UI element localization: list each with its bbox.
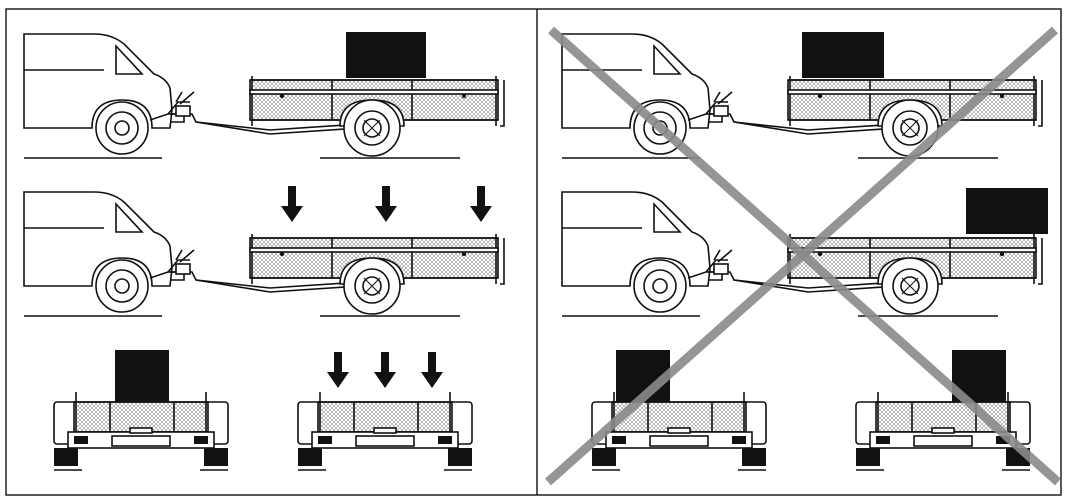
cargo-block — [966, 188, 1048, 234]
cargo-block — [346, 32, 426, 78]
side-view-front-heavy-load — [561, 32, 1043, 159]
panel-correct — [23, 32, 505, 471]
down-arrow-icon — [421, 352, 443, 388]
down-arrow-icon — [281, 186, 303, 222]
cargo-block — [115, 350, 169, 402]
down-arrow-icon — [327, 352, 349, 388]
panel-incorrect — [545, 26, 1061, 486]
side-view-center-load — [23, 32, 505, 159]
down-arrow-icon — [374, 352, 396, 388]
rear-view-right-heavy-load — [855, 350, 1031, 471]
down-arrow-icon — [470, 186, 492, 222]
figure-frame — [5, 8, 1062, 496]
side-view-distributed-load — [23, 186, 505, 317]
rear-view-center-load — [53, 350, 229, 471]
rear-view-distributed-load — [297, 352, 473, 471]
side-view-rear-heavy-load — [561, 188, 1048, 317]
down-arrow-icon — [375, 186, 397, 222]
cargo-block — [802, 32, 884, 78]
cross-out-icon — [545, 26, 1061, 486]
